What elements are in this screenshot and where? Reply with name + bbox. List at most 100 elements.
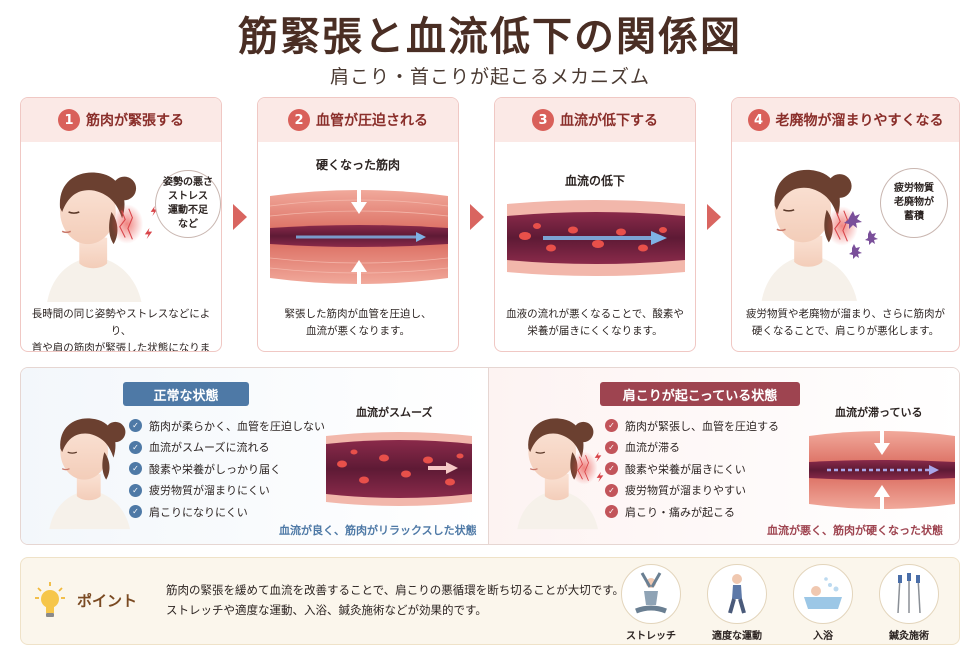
desc-line: 血液の流れが悪くなることで、酸素や xyxy=(506,308,684,320)
list-item: ✓ 疲労物質が溜まりにくい xyxy=(129,480,325,502)
bubble-line: 蓄積 xyxy=(904,211,924,222)
smooth-vessel-illustration xyxy=(326,432,472,506)
method-label: ストレッチ xyxy=(626,631,676,642)
stiff-state-caption: 血流が悪く、筋肉が硬くなった状態 xyxy=(767,524,943,537)
list-item-text: 肩こり・痛みが起こる xyxy=(625,505,735,519)
step-header: 3 血流が低下する xyxy=(495,98,695,142)
step-title: 血流が低下する xyxy=(560,113,658,129)
step-description: 血液の流れが悪くなることで、酸素や 栄養が届きにくくなります。 xyxy=(501,306,689,340)
list-item: ✓ 疲労物質が溜まりやすい xyxy=(605,480,779,502)
stretch-icon xyxy=(621,564,681,624)
step-number: 3 xyxy=(532,109,554,131)
list-item-text: 酸素や栄養がしっかり届く xyxy=(149,462,281,476)
list-item: ✓ 肩こり・痛みが起こる xyxy=(605,501,779,523)
bolt-icon xyxy=(594,452,602,462)
desc-line: 首や肩の筋肉が緊張した状態になります。 xyxy=(31,342,211,352)
comparison-panel: 正常な状態 ✓筋肉が柔らかく、血管を圧迫しない ✓血流がスムーズに流れる ✓酸素… xyxy=(20,367,960,545)
step-description: 長時間の同じ姿勢やストレスなどにより、 首や肩の筋肉が緊張した状態になります。 xyxy=(27,306,215,352)
list-item-text: 筋肉が緊張し、血管を圧迫する xyxy=(625,419,779,433)
bubble-line: 老廃物が xyxy=(894,197,934,208)
list-item: ✓ 血流がスムーズに流れる xyxy=(129,437,325,459)
list-item-text: 肩こりになりにくい xyxy=(149,505,248,519)
step-description: 疲労物質や老廃物が溜まり、さらに筋肉が 硬くなることで、肩こりが悪化します。 xyxy=(738,306,953,340)
step-title: 筋肉が緊張する xyxy=(86,113,184,129)
list-item-text: 血流が滞る xyxy=(625,441,680,455)
arrow-right-icon xyxy=(470,204,484,230)
step-illustration: 姿勢の悪さ ストレス 運動不足 など xyxy=(21,142,221,302)
normal-state-list: ✓ 筋肉が柔らかく、血管を圧迫しない ✓ 血流がスムーズに流れる ✓ 酸素や栄養がしっ… xyxy=(129,415,325,523)
step-header: 2 血管が圧迫される xyxy=(258,98,458,142)
step-illustration: 血流の低下 xyxy=(495,142,695,302)
list-item-text: 筋肉が柔らかく、血管を圧迫しない xyxy=(149,419,325,433)
step-illustration: 疲労物質 老廃物が 蓄積 xyxy=(732,142,959,302)
method-label: 適度な運動 xyxy=(712,631,762,642)
step-description: 緊張した筋肉が血管を圧迫し、 血流が悪くなります。 xyxy=(264,306,452,340)
desc-line: 疲労物質や老廃物が溜まり、さらに筋肉が xyxy=(745,308,946,320)
check-icon: ✓ xyxy=(605,483,618,497)
list-item: ✓筋肉が緊張し、血管を圧迫する xyxy=(605,415,779,437)
method-acupuncture: 鍼灸施術 xyxy=(877,564,941,642)
bubble-line: など xyxy=(178,219,198,230)
point-line: ストレッチや適度な運動、入浴、鍼灸施術などが効果的です。 xyxy=(166,603,487,617)
list-item: ✓酸素や栄養が届きにくい xyxy=(605,458,779,480)
check-icon: ✓ xyxy=(129,462,142,476)
list-item: ✓血流が滞る xyxy=(605,437,779,459)
bubble-line: 運動不足 xyxy=(168,205,208,216)
art-label: 血流がスムーズ xyxy=(356,406,433,419)
waste-particle-icon xyxy=(844,211,878,259)
bubble-line: 姿勢の悪さ xyxy=(163,177,213,188)
bolt-icon xyxy=(144,228,153,239)
relaxed-woman-illustration xyxy=(48,417,131,530)
list-item-text: 酸素や栄養が届きにくい xyxy=(625,462,746,476)
cause-bubble: 姿勢の悪さ ストレス 運動不足 など xyxy=(155,170,221,238)
list-item: ✓ 筋肉が柔らかく、血管を圧迫しない xyxy=(129,415,325,437)
art-label: 血流が滞っている xyxy=(835,406,923,419)
point-panel: ポイント 筋肉の緊張を緩めて血流を改善することで、肩こりの悪循環を断ち切ることが… xyxy=(20,557,960,645)
list-item: ✓ 肩こりになりにくい xyxy=(129,501,325,523)
step-card-3: 3 血流が低下する 血流の低下 血液の流れが悪くなることで、酸素や 栄養が届きに… xyxy=(494,97,696,352)
waste-bubble: 疲労物質 老廃物が 蓄積 xyxy=(880,168,948,238)
step-number: 1 xyxy=(58,109,80,131)
step-header: 1 筋肉が緊張する xyxy=(21,98,221,142)
list-item-text: 血流がスムーズに流れる xyxy=(149,441,270,455)
step-card-2: 2 血管が圧迫される 硬くなった筋肉 緊張した筋肉が血管を圧迫し、 血流が悪くな… xyxy=(257,97,459,352)
page-title: 筋緊張と血流低下の関係図 xyxy=(238,14,742,60)
page-subtitle: 肩こり・首こりが起こるメカニズム xyxy=(329,66,650,88)
normal-state-panel: 正常な状態 ✓ 筋肉が柔らかく、血管を圧迫しない ✓ 血流がスムーズに流れる ✓ 酸素… xyxy=(21,368,488,544)
stiff-state-panel: 肩こりが起こっている状態 ✓筋肉が緊張し、血管を圧迫する ✓血流が滞る ✓酸素や… xyxy=(488,368,959,544)
step-number: 2 xyxy=(288,109,310,131)
step-title: 老廃物が溜まりやすくなる xyxy=(775,113,944,129)
arrow-right-icon xyxy=(233,204,247,230)
point-label: ポイント xyxy=(77,592,138,610)
list-item-text: 疲労物質が溜まりにくい xyxy=(149,484,270,498)
step-illustration: 硬くなった筋肉 xyxy=(258,142,458,302)
desc-line: 血流が悪くなります。 xyxy=(306,325,410,337)
method-label: 鍼灸施術 xyxy=(889,631,929,642)
point-text: 筋肉の緊張を緩めて血流を改善することで、肩こりの悪循環を断ち切ることが大切です。… xyxy=(166,580,624,620)
bathtub-icon xyxy=(793,564,853,624)
stiff-state-badge: 肩こりが起こっている状態 xyxy=(600,382,800,406)
point-line: 筋肉の緊張を緩めて血流を改善することで、肩こりの悪循環を断ち切ることが大切です。 xyxy=(166,583,625,597)
bolt-icon xyxy=(596,472,604,482)
check-icon: ✓ xyxy=(129,440,142,454)
desc-line: 緊張した筋肉が血管を圧迫し、 xyxy=(284,308,432,320)
arrow-right-icon xyxy=(707,204,721,230)
check-icon: ✓ xyxy=(129,505,142,519)
desc-line: 硬くなることで、肩こりが悪化します。 xyxy=(751,325,940,337)
list-item: ✓ 酸素や栄養がしっかり届く xyxy=(129,458,325,480)
check-icon: ✓ xyxy=(129,483,142,497)
method-stretch: ストレッチ xyxy=(619,564,683,642)
list-item-text: 疲労物質が溜まりやすい xyxy=(625,484,746,498)
normal-state-badge: 正常な状態 xyxy=(123,382,249,406)
neck-pain-icon xyxy=(110,203,144,245)
step-card-1: 1 筋肉が緊張する 姿勢の悪さ ストレス 運動不足 など 長時間の同じ姿勢やスト… xyxy=(20,97,222,352)
narrow-vessel-illustration xyxy=(507,200,685,276)
method-label: 入浴 xyxy=(813,631,833,642)
needle-icon xyxy=(879,564,939,624)
method-exercise: 適度な運動 xyxy=(705,564,769,642)
step-header: 4 老廃物が溜まりやすくなる xyxy=(732,98,959,142)
check-icon: ✓ xyxy=(605,505,618,519)
art-label: 血流の低下 xyxy=(564,174,625,188)
check-icon: ✓ xyxy=(129,419,142,433)
normal-state-caption: 血流が良く、筋肉がリラックスした状態 xyxy=(279,524,477,537)
